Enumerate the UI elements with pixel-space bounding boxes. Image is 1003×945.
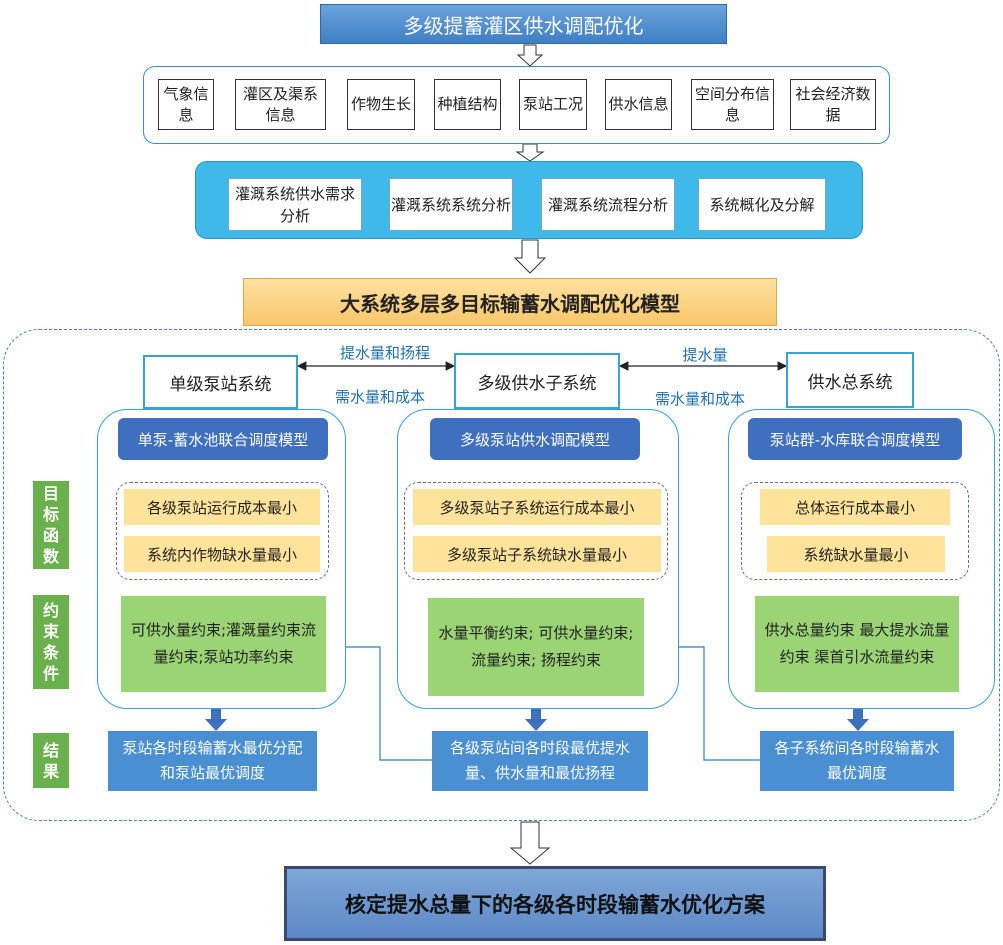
objective-cost-multi: 多级泵站子系统运行成本最小	[413, 489, 661, 525]
info-item-planting-structure: 种植结构	[434, 79, 501, 130]
info-item-water-supply: 供水信息	[605, 79, 672, 130]
analysis-item-system: 灌溉系统系统分析	[389, 178, 513, 231]
model-container	[3, 329, 1000, 821]
constraint-single: 可供水量约束;灌溉量约束流量约束;泵站功率约束	[121, 596, 326, 692]
info-item-pump-condition: 泵站工况	[519, 79, 587, 130]
hollow-arrow-1	[516, 44, 544, 67]
diagram-title: 多级提蓄灌区供水调配优化	[320, 4, 727, 44]
info-item-crop-growth: 作物生长	[347, 79, 415, 130]
info-item-socioeconomic: 社会经济数据	[790, 79, 876, 130]
side-label-constraint: 约束条件	[33, 595, 69, 689]
system-multi-level: 多级供水子系统	[454, 353, 620, 409]
hollow-arrow-2	[515, 143, 545, 162]
hollow-arrow-3	[513, 239, 547, 274]
feedback-arrow-middle	[325, 642, 432, 761]
constraint-total: 供水总量约束 最大提水流量约束 渠首引水流量约束	[755, 596, 959, 692]
system-total: 供水总系统	[786, 352, 914, 408]
model-header-single: 单泵-蓄水池联合调度模型	[118, 418, 328, 460]
objective-cost-single: 各级泵站运行成本最小	[124, 489, 320, 525]
final-plan: 核定提水总量下的各级各时段输蓄水优化方案	[284, 866, 826, 941]
objective-cost-total: 总体运行成本最小	[760, 489, 950, 525]
analysis-item-decomposition: 系统概化及分解	[698, 178, 826, 231]
hollow-arrow-4	[509, 821, 551, 865]
link-label-lift-head: 提水量和扬程	[339, 344, 430, 362]
info-item-spatial: 空间分布信息	[691, 79, 774, 130]
link-label-lift: 提水量	[682, 346, 728, 364]
analysis-item-process: 灌溉系统流程分析	[541, 178, 675, 231]
model-header-total: 泵站群-水库联合调度模型	[748, 418, 962, 460]
constraint-multi: 水量平衡约束; 可供水量约束; 流量约束; 扬程约束	[428, 598, 644, 696]
model-banner: 大系统多层多目标输蓄水调配优化模型	[243, 278, 777, 326]
result-total: 各子系统间各时段输蓄水最优调度	[760, 731, 954, 791]
objective-group-multi	[404, 482, 668, 580]
objective-shortage-multi: 多级泵站子系统缺水量最小	[413, 536, 661, 572]
side-label-objective: 目标函数	[33, 481, 69, 569]
objective-shortage-total: 系统缺水量最小	[767, 536, 945, 572]
objective-shortage-single: 系统内作物缺水量最小	[124, 536, 320, 572]
objective-group-total	[741, 482, 969, 580]
model-header-multi: 多级泵站供水调配模型	[430, 418, 640, 460]
analysis-item-demand: 灌溉系统供水需求分析	[228, 178, 362, 231]
side-label-result: 结果	[33, 733, 69, 788]
result-multi: 各级泵站间各时段最优提水量、供水量和最优扬程	[432, 731, 648, 791]
link-label-demand-cost-left: 需水量和成本	[334, 388, 425, 406]
objective-group-single	[116, 482, 329, 580]
link-label-demand-cost-right: 需水量和成本	[654, 390, 745, 408]
system-single-pump: 单级泵站系统	[143, 355, 298, 409]
info-item-weather: 气象信息	[158, 79, 214, 130]
result-single: 泵站各时段输蓄水最优分配和泵站最优调度	[108, 731, 317, 791]
info-item-irrigation-canal: 灌区及渠系信息	[235, 79, 326, 130]
